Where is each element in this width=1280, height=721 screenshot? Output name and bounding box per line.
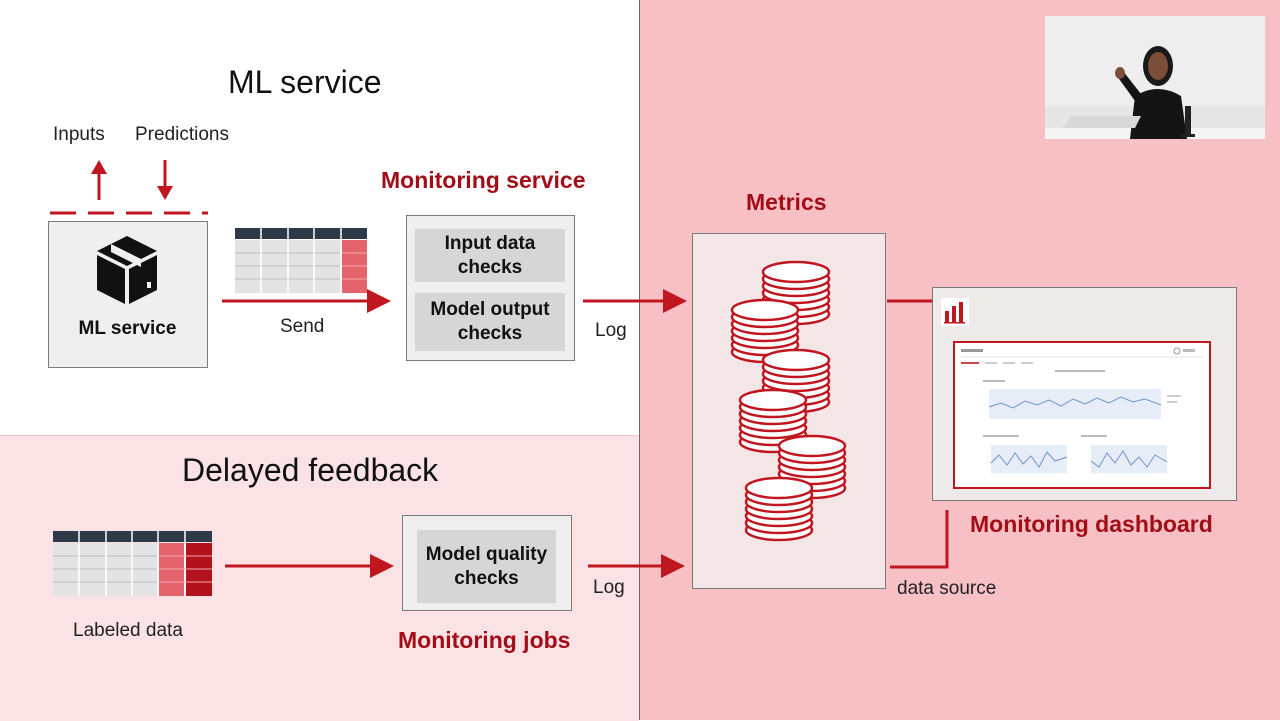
data-source-label: data source: [897, 578, 997, 599]
ml-service-box: ML service: [48, 221, 208, 368]
log-top-label: Log: [595, 320, 627, 341]
monitoring-dashboard-title: Monitoring dashboard: [970, 511, 1213, 537]
data-source-connector: [890, 510, 949, 569]
log-bottom-label: Log: [593, 577, 625, 598]
box-package-icon: [97, 236, 157, 304]
labeled-data-table: [53, 531, 212, 596]
production-data-table: [235, 228, 367, 293]
predictions-label: Predictions: [135, 124, 229, 145]
model-quality-checks: Model quality checks: [417, 530, 556, 603]
metrics-title: Metrics: [746, 189, 827, 215]
send-label: Send: [280, 316, 325, 337]
monitoring-service-box: Input data checks Model output checks: [406, 215, 575, 361]
delayed-feedback-heading: Delayed feedback: [182, 452, 439, 488]
monitoring-service-title: Monitoring service: [381, 167, 586, 193]
up-arrow-icon: [91, 160, 107, 200]
dashboard-screenshot: [953, 341, 1211, 489]
labeled-data-label: Labeled data: [73, 620, 183, 641]
bar-chart-icon: [941, 298, 969, 326]
ml-service-box-label: ML service: [78, 318, 177, 339]
database-stack-icon: [730, 260, 847, 542]
presenter-video: [1045, 16, 1265, 139]
inputs-label: Inputs: [53, 124, 105, 145]
ml-service-heading: ML service: [228, 64, 382, 100]
database-stack: [744, 476, 814, 542]
monitoring-jobs-title: Monitoring jobs: [398, 627, 571, 653]
monitoring-dashboard-frame: [932, 287, 1237, 501]
down-arrow-icon: [157, 160, 173, 200]
model-output-checks: Model output checks: [415, 293, 565, 351]
monitoring-jobs-box: Model quality checks: [402, 515, 572, 611]
input-data-checks: Input data checks: [415, 229, 565, 282]
